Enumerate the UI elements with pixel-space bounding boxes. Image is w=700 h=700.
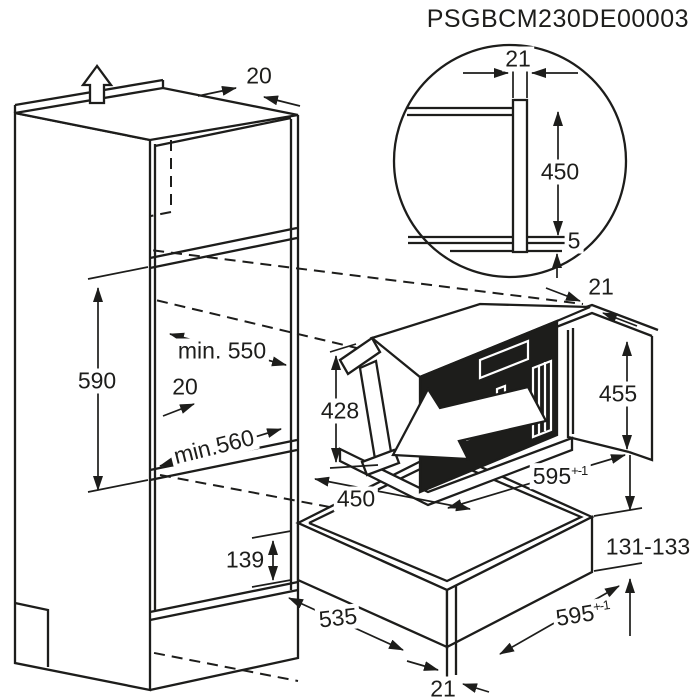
detail-circle: [392, 43, 628, 279]
dim-frame-height-label: 428: [317, 398, 363, 424]
dim-side-panel-thickness-label: 21: [585, 274, 617, 300]
dim-niche-height-label: 590: [74, 368, 120, 394]
coffee-machine: [338, 302, 591, 494]
dim-detail-vent-height-label: 450: [537, 159, 583, 185]
cabinet-outline: [13, 78, 584, 692]
dim-drawer-height-label: 131-133: [602, 534, 694, 560]
dim-appliance-niche-height-label: 455: [595, 381, 641, 407]
dim-drawer-front-gap-label: 21: [427, 676, 459, 700]
dim-top-gap-label: 20: [243, 63, 275, 89]
dim-plinth-height-label: 139: [222, 547, 268, 573]
drawing-title: PSGBCM230DE00003: [426, 5, 689, 33]
dim-side-clearance-label: 20: [169, 374, 201, 400]
display: [478, 339, 530, 380]
dim-top-gap: [197, 85, 301, 107]
dim-detail-panel-width-label: 21: [502, 46, 534, 72]
dim-detail-rear-gap-label: 5: [564, 228, 584, 254]
appliance-niche: [539, 303, 659, 462]
dim-appliance-width-label: 595+-1: [529, 463, 591, 489]
mounting-frame: [338, 336, 382, 376]
airflow-up-arrow-icon: [80, 64, 114, 105]
dim-appliance-depth-label: 450: [333, 486, 379, 512]
dim-drawer-depth-label: 535: [314, 603, 362, 633]
dim-niche-depth-label: min. 550: [174, 338, 270, 364]
